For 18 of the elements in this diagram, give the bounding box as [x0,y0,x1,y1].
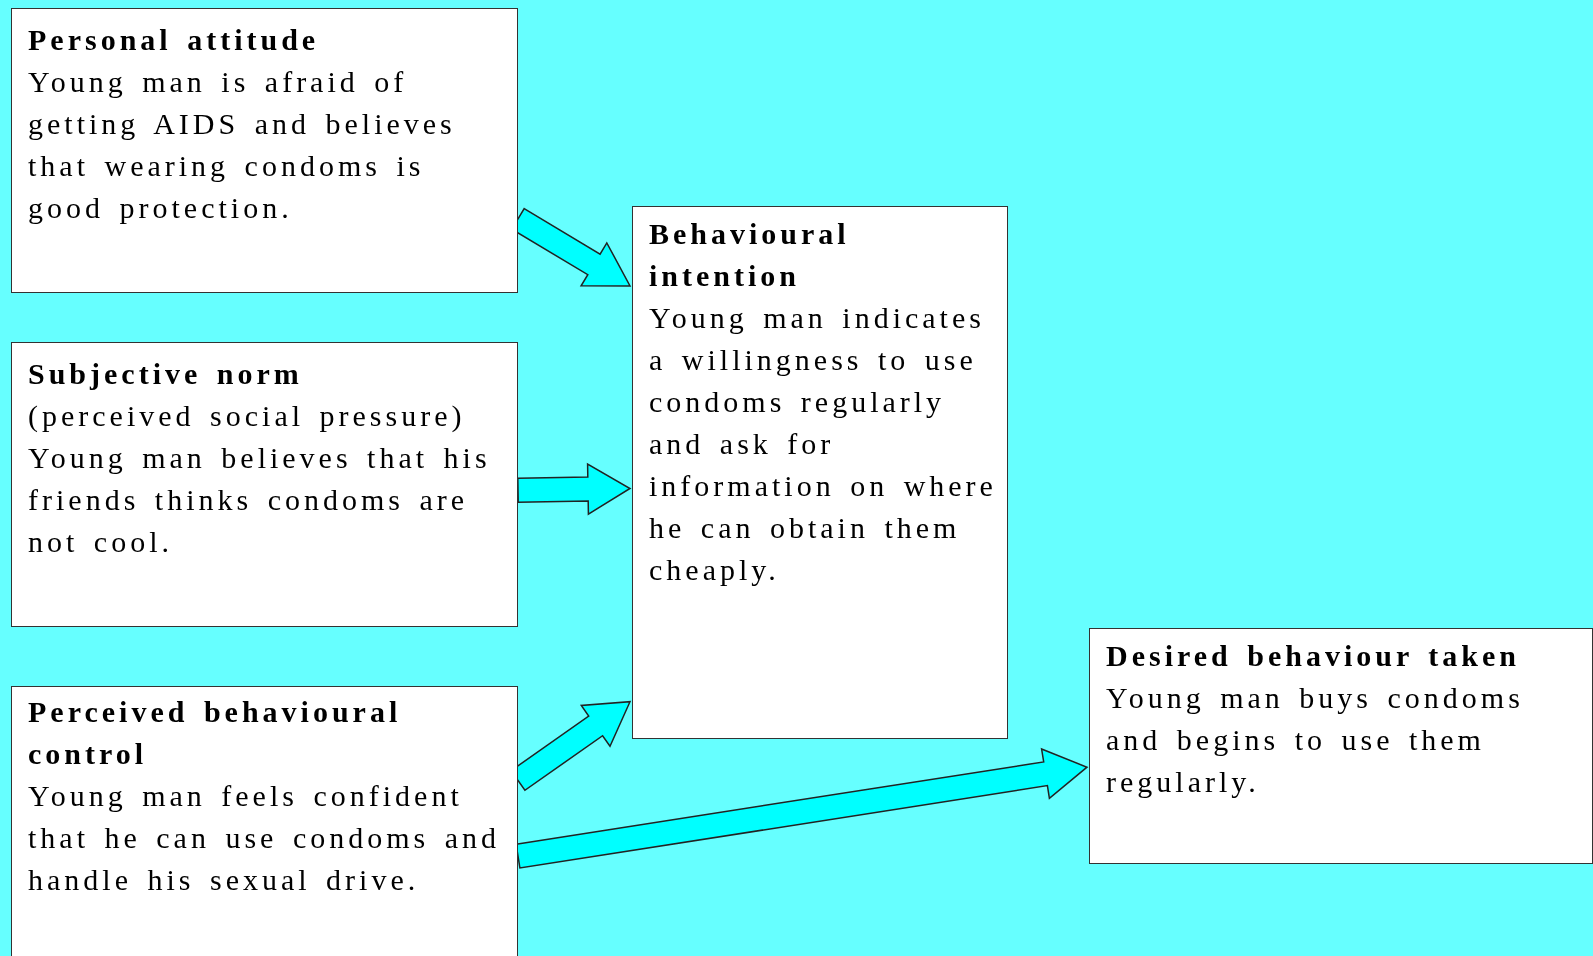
block-arrow [515,747,1089,869]
text-box [11,8,518,293]
text-box [1089,628,1593,864]
box-text: Young man buys condoms and begins to use them regularly. [1106,680,1525,800]
block-arrow [517,462,632,516]
box-heading: Personal attitude [28,22,320,58]
text-box [11,686,518,956]
box-text: Young man believes that his friends thinks condoms are not cool. [28,440,492,560]
box-text: Young man feels confident that he can use condoms and handle his sexual drive. [28,778,502,898]
box-heading: Perceived behavioural control [28,694,403,772]
box-text: Young man is afraid of getting AIDS and believes that wearing condoms is good protection. [28,64,457,226]
box-text: (perceived social pressure) [28,398,466,434]
box-heading: Behavioural intention [649,216,851,294]
text-box [11,342,518,627]
text-box [632,206,1008,739]
box-text: Young man indicates a willingness to use condoms regularly and ask for information on where he can obtain them cheaply. [649,300,997,588]
box-heading: Desired behaviour taken [1106,638,1520,674]
box-heading: Subjective norm [28,356,303,392]
